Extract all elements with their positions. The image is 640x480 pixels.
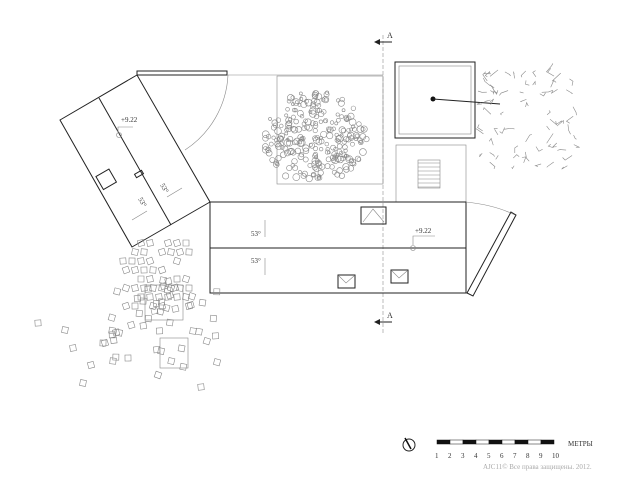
skylight bbox=[390, 269, 409, 284]
skylight bbox=[337, 274, 356, 289]
large-tree bbox=[432, 63, 580, 170]
left-roof-slope-a: 53° bbox=[158, 182, 170, 195]
skylight bbox=[360, 206, 387, 225]
scale-segment bbox=[462, 439, 477, 445]
section-arrow-bottom: A bbox=[374, 311, 393, 325]
courtyard-tree bbox=[261, 90, 370, 183]
scale-tick-label: 7 bbox=[513, 452, 517, 460]
scale-segment bbox=[475, 439, 490, 445]
scale-bar: 1 2 3 4 5 6 7 8 9 10 bbox=[435, 439, 560, 460]
left-roof-elevation: +9.22 bbox=[121, 116, 138, 124]
scale-segment bbox=[540, 439, 555, 445]
scale-tick-label: 8 bbox=[526, 452, 530, 460]
left-roof-slope-b: 53° bbox=[136, 196, 148, 209]
section-label-top: A bbox=[387, 31, 393, 40]
scale-unit: МЕТРЫ bbox=[568, 440, 593, 448]
paving-stones bbox=[34, 238, 222, 391]
scale-tick-label: 1 bbox=[435, 452, 439, 460]
scale-segment bbox=[514, 439, 529, 445]
annex-building bbox=[394, 61, 476, 139]
scale-tick-label: 6 bbox=[500, 452, 504, 460]
left-roof: +9.22 53° 53° bbox=[59, 74, 211, 248]
courtyard bbox=[276, 75, 384, 185]
scale-segment bbox=[449, 439, 464, 445]
section-arrow-top: A bbox=[374, 31, 393, 45]
scale-tick-label: 9 bbox=[539, 452, 543, 460]
scale-tick-label: 2 bbox=[448, 452, 452, 460]
chimney bbox=[133, 169, 145, 179]
north-arrow bbox=[402, 437, 416, 452]
main-roof-slope-a: 53° bbox=[251, 230, 261, 238]
scale-segment bbox=[436, 439, 451, 445]
stair-block bbox=[395, 144, 467, 203]
scale-segment bbox=[527, 439, 542, 445]
main-roof-slope-b: 53° bbox=[251, 257, 261, 265]
scale-segment bbox=[501, 439, 516, 445]
scale-tick-label: 3 bbox=[461, 452, 465, 460]
scale-segment bbox=[488, 439, 503, 445]
scale-tick-label: 10 bbox=[552, 452, 560, 460]
scale-tick-label: 5 bbox=[487, 452, 491, 460]
skylight bbox=[95, 168, 118, 191]
main-roof: +9.22 53° 53° bbox=[209, 201, 517, 297]
section-label-bottom: A bbox=[387, 311, 393, 320]
main-roof-elevation: +9.22 bbox=[415, 227, 432, 235]
top-wall bbox=[136, 70, 383, 151]
copyright: AJC11© Все права защищены. 2012. bbox=[483, 463, 592, 471]
scale-tick-label: 4 bbox=[474, 452, 478, 460]
